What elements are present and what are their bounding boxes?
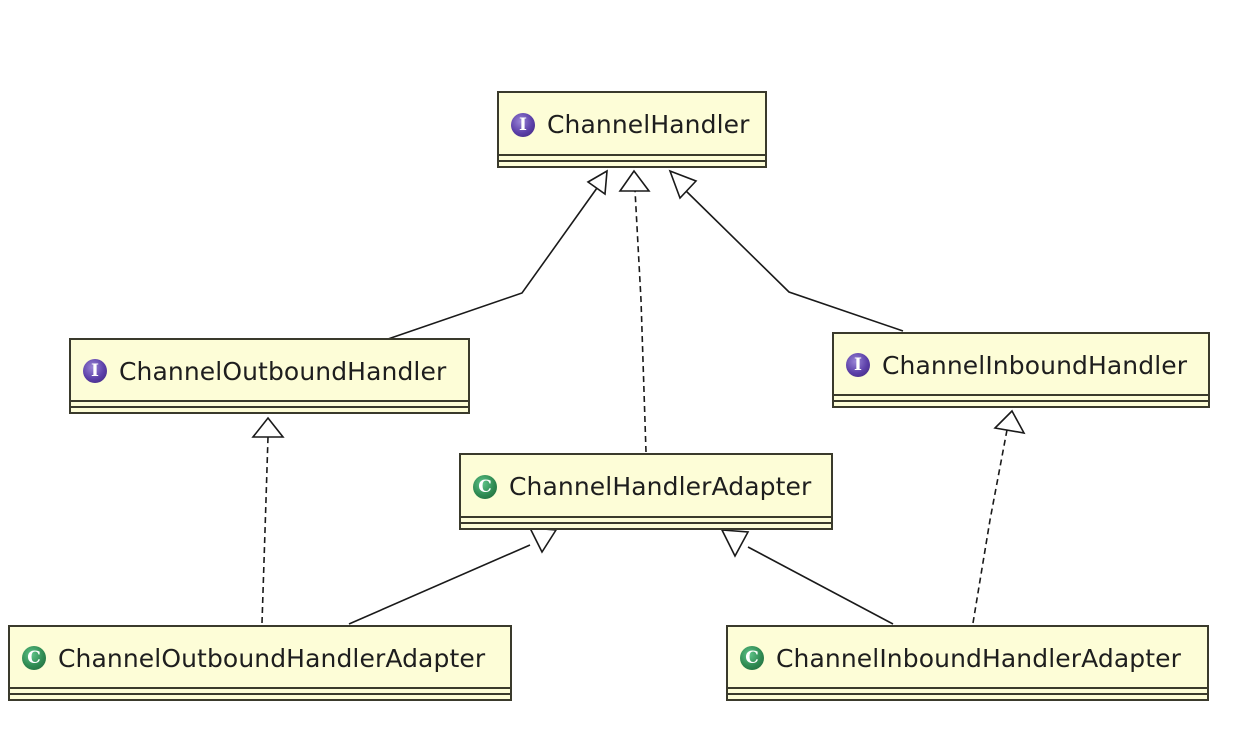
class-compartments xyxy=(10,687,510,699)
class-box-channel-outbound-handler[interactable]: I ChannelOutboundHandler xyxy=(69,338,470,414)
edge-outbound-handler-to-channel-handler xyxy=(387,187,598,340)
class-icon: C xyxy=(22,646,46,670)
class-name: ChannelInboundHandlerAdapter xyxy=(776,643,1181,673)
class-name: ChannelOutboundHandlerAdapter xyxy=(58,643,486,673)
edge-outbound-adapter-to-handler-adapter xyxy=(348,544,531,625)
edge-handler-adapter-to-channel-handler xyxy=(634,189,647,453)
class-box-channel-handler-adapter[interactable]: C ChannelHandlerAdapter xyxy=(459,453,833,530)
class-compartments xyxy=(71,400,468,412)
interface-icon: I xyxy=(83,359,107,383)
class-name: ChannelHandlerAdapter xyxy=(509,472,812,501)
edge-inbound-handler-to-channel-handler xyxy=(682,187,904,332)
edge-inbound-adapter-to-inbound-handler xyxy=(972,429,1008,624)
class-compartments xyxy=(461,516,831,528)
arrowhead-outbound-adapter-to-outbound-handler xyxy=(251,416,285,438)
arrowhead-inbound-adapter-to-inbound-handler xyxy=(993,409,1026,435)
class-icon: C xyxy=(473,474,497,499)
interface-icon: I xyxy=(846,353,870,377)
class-box-channel-inbound-handler-adapter[interactable]: C ChannelInboundHandlerAdapter xyxy=(726,625,1209,701)
arrowhead-inbound-adapter-to-handler-adapter xyxy=(720,529,750,558)
arrowhead-inbound-handler-to-channel-handler xyxy=(668,169,698,200)
class-icon: C xyxy=(740,646,764,670)
class-name: ChannelInboundHandler xyxy=(882,350,1188,380)
class-box-channel-outbound-handler-adapter[interactable]: C ChannelOutboundHandlerAdapter xyxy=(8,625,512,701)
interface-icon: I xyxy=(511,112,535,137)
arrowhead-handler-adapter-to-channel-handler xyxy=(618,169,651,192)
class-compartments xyxy=(728,687,1207,699)
class-name: ChannelHandler xyxy=(547,110,750,139)
edge-outbound-adapter-to-outbound-handler xyxy=(261,436,269,624)
class-box-channel-handler[interactable]: I ChannelHandler xyxy=(497,91,767,168)
class-box-channel-inbound-handler[interactable]: I ChannelInboundHandler xyxy=(832,332,1210,408)
class-compartments xyxy=(499,154,765,166)
edge-inbound-adapter-to-handler-adapter xyxy=(747,546,894,625)
class-name: ChannelOutboundHandler xyxy=(119,356,447,386)
arrowhead-outbound-handler-to-channel-handler xyxy=(586,169,608,196)
arrowhead-outbound-adapter-to-handler-adapter xyxy=(528,527,558,554)
class-compartments xyxy=(834,394,1208,406)
